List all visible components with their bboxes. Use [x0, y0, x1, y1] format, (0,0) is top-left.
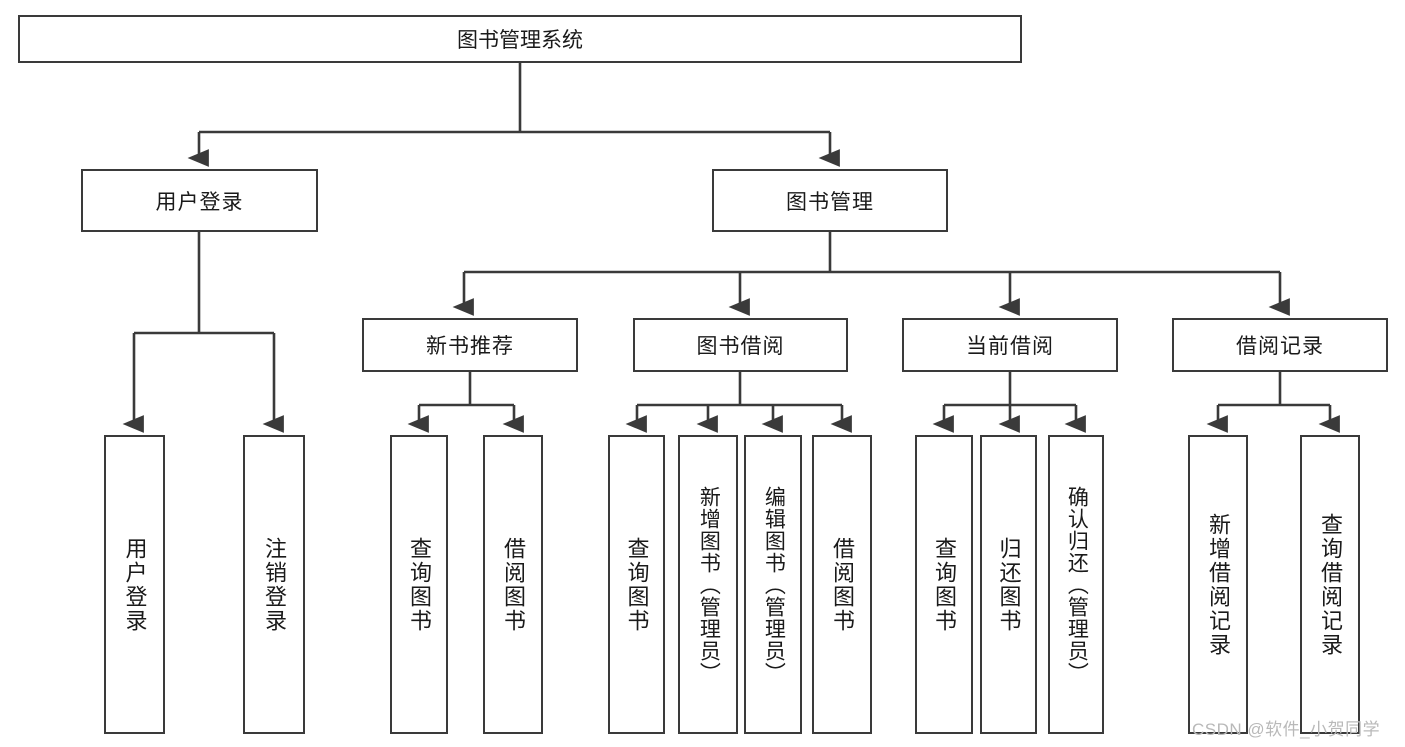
node-borrow-record[interactable]: 借阅记录 — [1172, 318, 1388, 372]
node-leaf-query-book-current[interactable]: 查询图书 — [915, 435, 973, 734]
node-label: 注销登录 — [261, 536, 287, 633]
node-label: 新增图书（管理员） — [697, 485, 721, 684]
node-label: 查询图书 — [406, 536, 432, 633]
node-label: 新书推荐 — [426, 335, 514, 358]
node-label: 确认归还（管理员） — [1065, 485, 1089, 684]
node-new-book-recommend[interactable]: 新书推荐 — [362, 318, 578, 372]
node-label: 用户登录 — [122, 536, 148, 633]
node-root-system[interactable]: 图书管理系统 — [18, 15, 1022, 63]
node-leaf-query-borrow-record[interactable]: 查询借阅记录 — [1300, 435, 1360, 734]
node-leaf-edit-book-admin[interactable]: 编辑图书（管理员） — [744, 435, 802, 734]
node-label: 图书管理系统 — [457, 29, 583, 52]
node-label: 当前借阅 — [966, 335, 1054, 358]
watermark-text: CSDN @软件_小贺同学 — [1192, 720, 1381, 739]
node-leaf-add-book-admin[interactable]: 新增图书（管理员） — [678, 435, 738, 734]
node-user-login[interactable]: 用户登录 — [81, 169, 318, 232]
node-label: 编辑图书（管理员） — [762, 485, 786, 684]
node-label: 归还图书 — [996, 536, 1022, 633]
node-book-borrow[interactable]: 图书借阅 — [633, 318, 848, 372]
node-leaf-add-borrow-record[interactable]: 新增借阅记录 — [1188, 435, 1248, 734]
node-label: 图书借阅 — [696, 335, 785, 358]
node-label: 借阅记录 — [1236, 335, 1324, 358]
node-label: 借阅图书 — [500, 536, 526, 633]
node-leaf-query-book-borrow[interactable]: 查询图书 — [608, 435, 665, 734]
node-label: 用户登录 — [155, 190, 244, 214]
node-leaf-confirm-return-admin[interactable]: 确认归还（管理员） — [1048, 435, 1104, 734]
node-leaf-logout[interactable]: 注销登录 — [243, 435, 305, 734]
node-leaf-query-book-recommend[interactable]: 查询图书 — [390, 435, 448, 734]
node-label: 查询图书 — [624, 536, 650, 633]
node-leaf-return-book[interactable]: 归还图书 — [980, 435, 1037, 734]
node-label: 新增借阅记录 — [1205, 512, 1231, 657]
node-book-management[interactable]: 图书管理 — [712, 169, 948, 232]
node-leaf-borrow-book-recommend[interactable]: 借阅图书 — [483, 435, 543, 734]
node-label: 图书管理 — [786, 190, 874, 214]
node-current-borrow[interactable]: 当前借阅 — [902, 318, 1118, 372]
node-leaf-user-login[interactable]: 用户登录 — [104, 435, 165, 734]
node-label: 查询图书 — [931, 536, 957, 633]
node-label: 借阅图书 — [829, 536, 855, 633]
node-leaf-borrow-book[interactable]: 借阅图书 — [812, 435, 872, 734]
node-label: 查询借阅记录 — [1317, 512, 1343, 657]
